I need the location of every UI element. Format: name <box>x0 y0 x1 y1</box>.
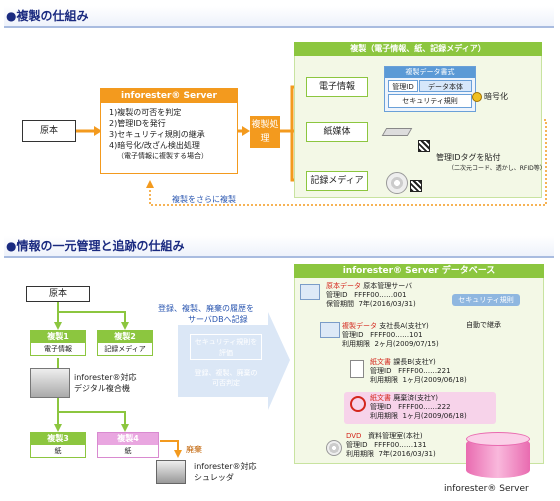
flow-arrow <box>178 312 290 410</box>
copy1-node: 複製1 電子情報 <box>30 330 86 356</box>
record-1: 複製データ 支社長A(支社Y) 管理ID FFFF00……101 利用期限 2ヶ… <box>342 322 439 348</box>
shredder-label: シュレッダ <box>194 473 234 482</box>
paper-node: 紙媒体 <box>306 122 368 142</box>
server-item: 2)管理IDを発行 <box>109 119 166 128</box>
disc-icon <box>386 172 408 194</box>
server-item: 4)暗号化/改ざん検出処理 <box>109 141 200 150</box>
tag-label: 管理IDタグを貼付 <box>436 153 501 162</box>
encrypt-label: 暗号化 <box>484 92 508 101</box>
monitor-icon <box>320 322 340 338</box>
dvd-icon <box>326 440 342 456</box>
recopy-loop <box>149 119 547 206</box>
copy-process-node: 複製処理 <box>250 116 280 148</box>
database-top <box>466 432 530 446</box>
copy4-node: 複製4 紙 <box>97 432 159 458</box>
record-2: 紙文書 課長B(支社Y) 管理ID FFFF00……221 利用期限 1ヶ月(2… <box>370 358 467 384</box>
qr-code-icon <box>418 140 430 152</box>
format-data-body: データ本体 <box>419 80 472 92</box>
disposal-label: 廃棄 <box>186 445 202 454</box>
server-label: inforester® Server <box>444 484 529 494</box>
prohibited-icon <box>350 396 366 412</box>
eval-result: 登録、複製、廃棄の可否判定 <box>194 369 258 387</box>
original-node: 原本 <box>22 120 76 142</box>
copy-area-title: 複製（電子情報、紙、記録メディア） <box>294 42 542 56</box>
paper-icon <box>381 128 413 136</box>
copy2-node: 複製2 記録メディア <box>97 330 153 356</box>
media-node: 記録メディア <box>306 171 368 191</box>
section2-title: ●情報の一元管理と追跡の仕組み <box>4 236 554 258</box>
electronic-node: 電子情報 <box>306 77 368 97</box>
flow-text: 登録、複製、廃棄の履歴を <box>158 304 254 313</box>
server-item: 3)セキュリティ規則の継承 <box>109 130 205 139</box>
mfp-label: inforester®対応 <box>74 373 137 382</box>
mfp-label: デジタル複合機 <box>74 384 130 393</box>
security-rule-badge: セキュリティ規則 <box>452 294 520 306</box>
document-icon <box>350 360 364 378</box>
db-title: inforester® Server データベース <box>294 264 544 278</box>
format-box: 複製データ書式 管理ID データ本体 セキュリティ規則 <box>384 66 476 112</box>
record-3: 紙文書 廃棄済(支社Y) 管理ID FFFF00……222 利用期限 1ヶ月(2… <box>370 394 467 420</box>
copy3-node: 複製3 紙 <box>30 432 86 458</box>
format-mgmt-id: 管理ID <box>388 80 418 92</box>
format-security: セキュリティ規則 <box>388 94 472 108</box>
server-title: inforester® Server <box>101 89 237 103</box>
qr-code-icon <box>410 180 422 192</box>
lock-icon <box>472 92 482 102</box>
monitor-icon <box>300 284 320 300</box>
tag-note: （二次元コード、透かし、RFID等） <box>448 165 546 172</box>
auto-inherit-label: 自動で継承 <box>466 321 501 329</box>
section1-title: ●複製の仕組み <box>4 6 554 28</box>
disposed-record-bg <box>344 392 496 424</box>
record-4: DVD 資料管理室(本社) 管理ID FFFF00……131 利用期限 7年(2… <box>346 432 436 458</box>
recopy-label: 複製をさらに複製 <box>172 195 236 204</box>
shredder-icon <box>156 460 186 484</box>
original-node-2: 原本 <box>26 286 90 302</box>
record-0: 原本データ 原本管理サーバ 管理ID FFFF00……001 保管期間 7年(2… <box>326 282 416 308</box>
server-item: 1)複製の可否を判定 <box>109 108 182 117</box>
server-box: inforester® Server 1)複製の可否を判定 2)管理IDを発行 … <box>100 88 238 174</box>
server-note: （電子情報に複製する場合） <box>117 152 208 160</box>
flow-text: サーバDBへ記録 <box>188 315 248 324</box>
eval-box: セキュリティ規則を評価 <box>190 334 262 360</box>
format-title: 複製データ書式 <box>385 67 475 78</box>
shredder-label: inforester®対応 <box>194 462 257 471</box>
mfp-icon <box>30 368 70 398</box>
